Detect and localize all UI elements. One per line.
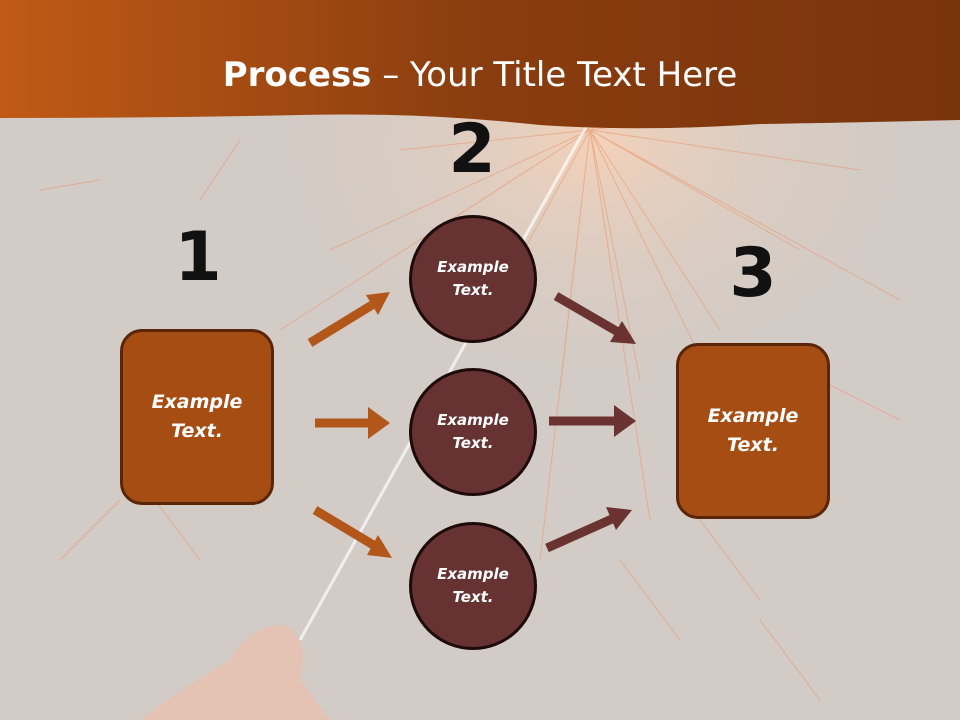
title-rest: – Your Title Text Here — [371, 55, 738, 95]
step3-box[interactable]: Example Text. — [676, 343, 830, 519]
step-number-1: 1 — [174, 218, 222, 297]
slide-title: Process – Your Title Text Here — [0, 54, 960, 96]
step2-circle-bottom-text: Example Text. — [437, 565, 509, 606]
arrow-top-to-3 — [553, 292, 636, 344]
arrow-1-to-bottom — [312, 506, 392, 558]
step2-circle-top[interactable]: Example Text. — [409, 215, 537, 343]
arrow-bottom-to-3 — [545, 507, 632, 553]
step3-box-text: Example Text. — [707, 405, 799, 456]
arrow-1-to-middle — [315, 407, 390, 439]
step2-circle-middle[interactable]: Example Text. — [409, 368, 537, 496]
title-bold: Process — [222, 55, 372, 95]
arrow-1-to-top — [307, 292, 390, 347]
hand-shape — [140, 625, 330, 720]
step-number-2: 2 — [448, 110, 496, 189]
step-number-3: 3 — [729, 234, 777, 313]
step2-circle-bottom[interactable]: Example Text. — [409, 522, 537, 650]
step1-box-text: Example Text. — [151, 391, 243, 442]
step2-circle-middle-text: Example Text. — [437, 411, 509, 452]
header-band — [0, 0, 960, 129]
step1-box[interactable]: Example Text. — [120, 329, 274, 505]
arrow-middle-to-3 — [549, 405, 636, 437]
step2-circle-top-text: Example Text. — [437, 258, 509, 299]
